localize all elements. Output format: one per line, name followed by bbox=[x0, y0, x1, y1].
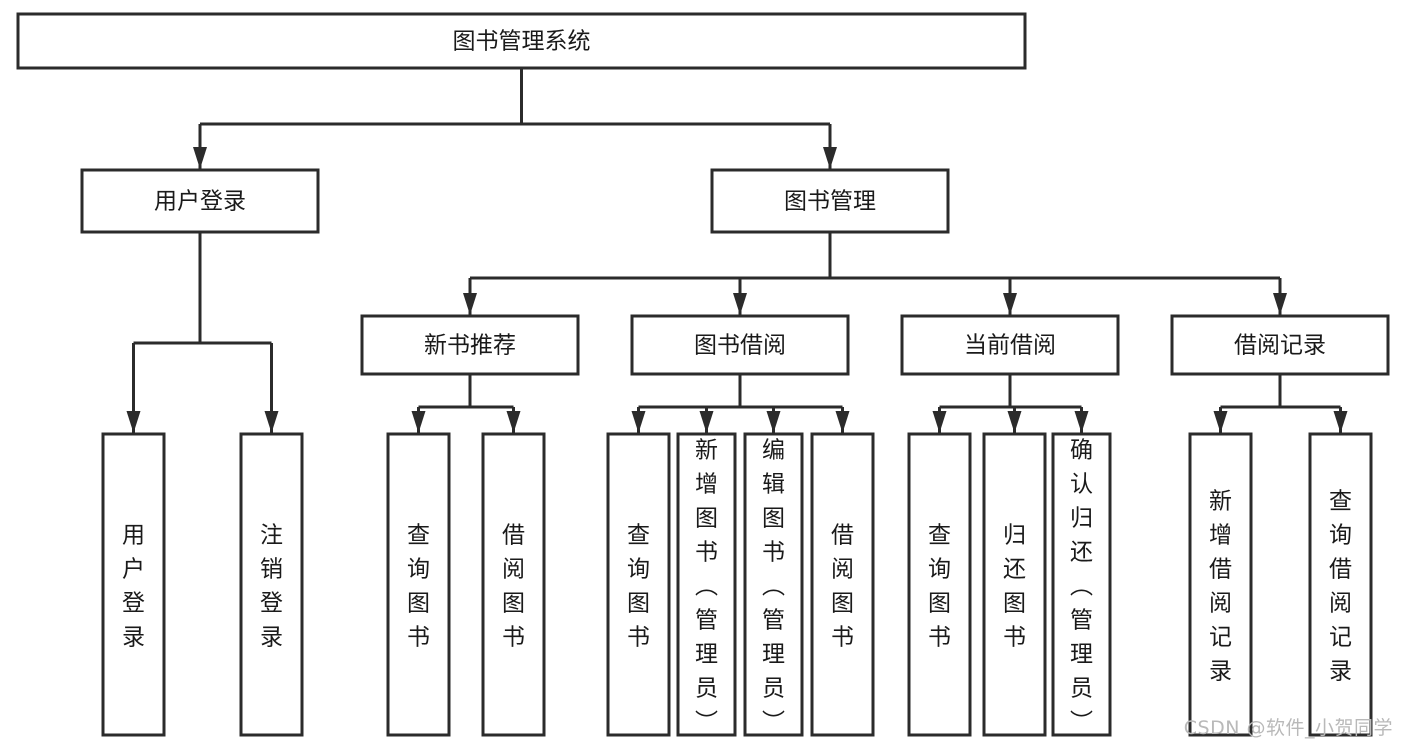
node-label: 确认归还︵管理员︶ bbox=[1070, 438, 1093, 736]
node-leaf-logout[interactable]: 注销登录 bbox=[239, 432, 304, 737]
node-label: 查询图书 bbox=[928, 523, 951, 651]
arrow-head-icon bbox=[1333, 411, 1348, 433]
arrow-head-icon bbox=[835, 411, 850, 433]
node-label: 借阅图书 bbox=[502, 523, 525, 651]
node-box bbox=[743, 432, 804, 737]
edge-group-borrow-record bbox=[1213, 374, 1348, 433]
arrow-head-icon bbox=[264, 411, 279, 433]
node-box bbox=[481, 432, 546, 737]
node-box bbox=[606, 432, 671, 737]
node-box bbox=[386, 432, 451, 737]
node-book-manage[interactable]: 图书管理 bbox=[710, 168, 950, 234]
node-box bbox=[1051, 432, 1112, 737]
node-box bbox=[1170, 314, 1390, 376]
node-box bbox=[101, 432, 166, 737]
node-label: 图书管理系统 bbox=[453, 29, 591, 55]
node-leaf-borrow-book-2[interactable]: 借阅图书 bbox=[810, 432, 875, 737]
node-box bbox=[80, 168, 320, 234]
node-leaf-query-book-3[interactable]: 查询图书 bbox=[907, 432, 972, 737]
arrow-head-icon bbox=[463, 293, 477, 315]
node-box bbox=[676, 432, 737, 737]
node-leaf-return-book[interactable]: 归还图书 bbox=[982, 432, 1047, 737]
node-leaf-query-book-2[interactable]: 查询图书 bbox=[606, 432, 671, 737]
node-root[interactable]: 图书管理系统 bbox=[16, 12, 1027, 70]
node-user-login[interactable]: 用户登录 bbox=[80, 168, 320, 234]
node-label: 借阅记录 bbox=[1234, 333, 1326, 359]
node-label: 当前借阅 bbox=[964, 333, 1056, 359]
arrow-head-icon bbox=[1074, 411, 1089, 433]
node-leaf-query-record[interactable]: 查询借阅记录 bbox=[1308, 432, 1373, 737]
arrow-head-icon bbox=[411, 411, 426, 433]
node-label: 借阅图书 bbox=[831, 523, 854, 651]
edge-group-book-manage bbox=[463, 232, 1287, 315]
node-box bbox=[239, 432, 304, 737]
node-box bbox=[1188, 432, 1253, 737]
nodes-layer: 图书管理系统用户登录图书管理新书推荐图书借阅当前借阅借阅记录用户登录注销登录查询… bbox=[16, 12, 1390, 737]
arrow-head-icon bbox=[1213, 411, 1228, 433]
node-label: 新增借阅记录 bbox=[1209, 489, 1232, 685]
node-leaf-add-book[interactable]: 新增图书︵管理员︶ bbox=[676, 432, 737, 737]
node-label: 用户登录 bbox=[154, 189, 246, 215]
node-leaf-user-login[interactable]: 用户登录 bbox=[101, 432, 166, 737]
arrow-head-icon bbox=[1003, 293, 1017, 315]
arrow-head-icon bbox=[932, 411, 947, 433]
arrow-head-icon bbox=[506, 411, 521, 433]
node-box bbox=[630, 314, 850, 376]
node-label: 图书管理 bbox=[784, 189, 876, 215]
node-label: 新书推荐 bbox=[424, 333, 516, 359]
node-label: 图书借阅 bbox=[694, 333, 786, 359]
edge-group-book-borrow bbox=[631, 374, 850, 433]
edge-group-current-borrow bbox=[932, 374, 1089, 433]
arrow-head-icon bbox=[1273, 293, 1287, 315]
node-new-book-rec[interactable]: 新书推荐 bbox=[360, 314, 580, 376]
node-label: 新增图书︵管理员︶ bbox=[695, 438, 718, 736]
arrow-head-icon bbox=[126, 411, 141, 433]
node-label: 用户登录 bbox=[122, 523, 145, 651]
node-label: 查询图书 bbox=[407, 523, 430, 651]
node-leaf-add-record[interactable]: 新增借阅记录 bbox=[1188, 432, 1253, 737]
connectors-layer bbox=[126, 68, 1348, 433]
arrow-head-icon bbox=[766, 411, 781, 433]
node-box bbox=[360, 314, 580, 376]
node-book-borrow[interactable]: 图书借阅 bbox=[630, 314, 850, 376]
arrow-head-icon bbox=[733, 293, 747, 315]
arrow-head-icon bbox=[823, 147, 837, 169]
node-box bbox=[810, 432, 875, 737]
arrow-head-icon bbox=[699, 411, 714, 433]
node-box bbox=[982, 432, 1047, 737]
edge-group-user-login bbox=[126, 232, 279, 433]
watermark-text: CSDN @软件_小贺同学 bbox=[1183, 717, 1393, 739]
node-label: 编辑图书︵管理员︶ bbox=[762, 438, 785, 736]
node-leaf-borrow-book-1[interactable]: 借阅图书 bbox=[481, 432, 546, 737]
arrow-head-icon bbox=[1007, 411, 1022, 433]
node-box bbox=[710, 168, 950, 234]
node-label: 查询借阅记录 bbox=[1329, 489, 1352, 685]
edge-group-new-book-rec bbox=[411, 374, 521, 433]
node-leaf-query-book-1[interactable]: 查询图书 bbox=[386, 432, 451, 737]
node-box bbox=[900, 314, 1120, 376]
node-label: 查询图书 bbox=[627, 523, 650, 651]
node-box bbox=[1308, 432, 1373, 737]
edge-group-root bbox=[193, 68, 837, 169]
node-borrow-record[interactable]: 借阅记录 bbox=[1170, 314, 1390, 376]
arrow-head-icon bbox=[631, 411, 646, 433]
node-label: 归还图书 bbox=[1003, 523, 1026, 651]
arrow-head-icon bbox=[193, 147, 207, 169]
node-box bbox=[907, 432, 972, 737]
node-leaf-confirm-return[interactable]: 确认归还︵管理员︶ bbox=[1051, 432, 1112, 737]
node-leaf-edit-book[interactable]: 编辑图书︵管理员︶ bbox=[743, 432, 804, 737]
node-box bbox=[16, 12, 1027, 70]
node-label: 注销登录 bbox=[260, 523, 283, 651]
node-current-borrow[interactable]: 当前借阅 bbox=[900, 314, 1120, 376]
